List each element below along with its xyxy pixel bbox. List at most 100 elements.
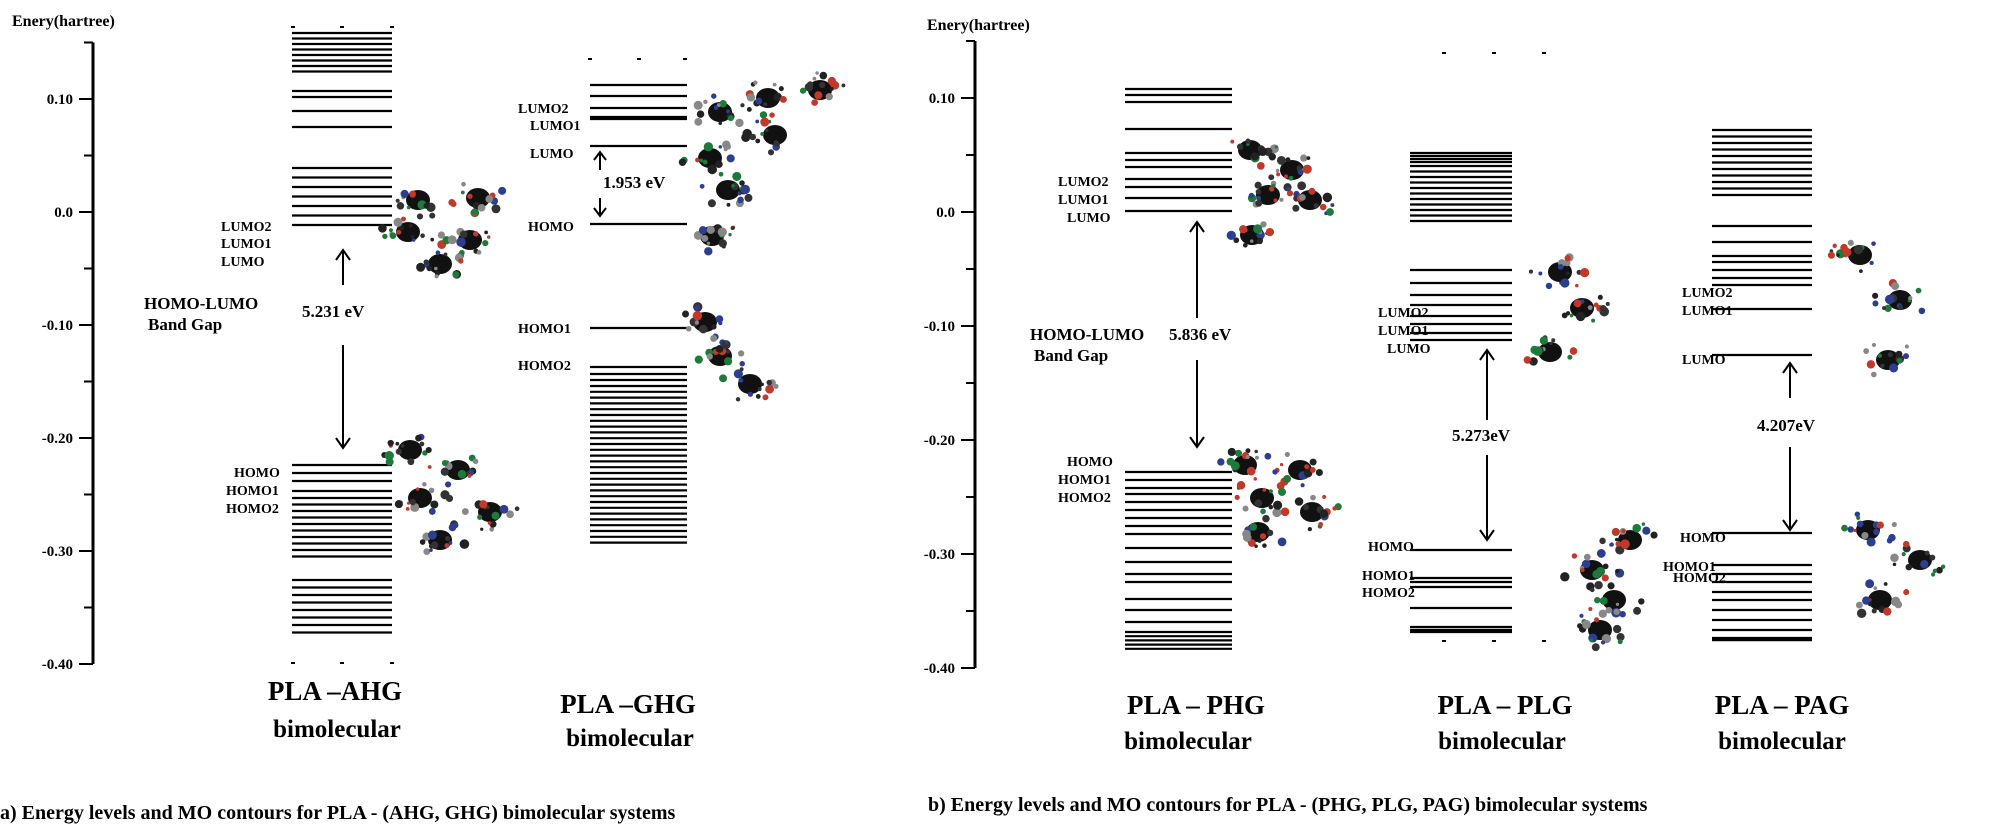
mo-contour-blob — [419, 520, 470, 556]
mo-contour-blob — [416, 249, 465, 279]
pag-level-label-lumo1: LUMO1 — [1682, 304, 1733, 319]
pag-energy-levels — [1712, 128, 1812, 642]
mo-contour-blob — [740, 80, 787, 119]
y-axis-tick-label: -0.10 — [924, 319, 955, 335]
mo-contour-blob — [693, 224, 736, 256]
phg-level-label-homo1: HOMO1 — [1058, 473, 1111, 488]
y-axis-tick-label: -0.10 — [42, 318, 73, 334]
column-marker — [1492, 52, 1496, 54]
column-marker — [340, 26, 344, 28]
mo-contour-blob — [395, 189, 436, 220]
pag-level-label-homo: HOMO — [1680, 531, 1726, 546]
column-marker — [637, 58, 641, 60]
y-axis-tick-label: -0.40 — [924, 661, 955, 677]
panel-a: Enery(hartree) 0.100.0-0.10-0.20-0.30-0.… — [0, 13, 696, 824]
y-axis-tick-label: 0.10 — [47, 92, 73, 108]
pag-gap-value: 4.207eV — [1757, 416, 1816, 435]
ghg-title: PLA –GHG — [560, 689, 696, 719]
mo-contour-blob — [1577, 613, 1625, 652]
ghg-level-label-homo1: HOMO1 — [518, 322, 571, 337]
phg-level-label-homo: HOMO — [1067, 455, 1113, 470]
mo-contour-blob — [448, 181, 507, 218]
mo-contour-blob — [1234, 481, 1287, 518]
mo-contour-blob — [1872, 279, 1926, 315]
mo-contour-blob — [1286, 181, 1335, 216]
pag-level-label-lumo2: LUMO2 — [1682, 286, 1733, 301]
panel-b-y-axis: 0.100.0-0.10-0.20-0.30-0.40 — [924, 40, 977, 677]
plg-title: PLA – PLG — [1437, 690, 1572, 720]
plg-level-label-homo2: HOMO2 — [1362, 586, 1415, 601]
panel-a-y-axis: 0.100.0-0.10-0.20-0.30-0.40 — [42, 41, 95, 673]
phg-level-label-lumo1: LUMO1 — [1058, 193, 1109, 208]
mo-contour-blob — [1523, 335, 1578, 366]
plg-level-label-homo: HOMO — [1368, 540, 1414, 555]
phg-title: PLA – PHG — [1127, 690, 1265, 720]
mo-contour-blob — [694, 339, 745, 367]
mo-contour-blob — [1268, 154, 1312, 187]
mo-contour-blob — [1890, 540, 1946, 577]
column-marker — [1542, 640, 1546, 642]
column-marker — [390, 26, 394, 28]
plg-gap-arrow — [1479, 348, 1495, 542]
panel-a-band-gap-line1: HOMO-LUMO — [144, 294, 258, 313]
plg-level-label-lumo: LUMO — [1387, 342, 1431, 357]
phg-level-label-lumo: LUMO — [1067, 211, 1111, 226]
ahg-level-label-homo: HOMO — [234, 466, 280, 481]
y-axis-tick-label: 0.10 — [929, 91, 955, 107]
plg-subtitle: bimolecular — [1438, 728, 1566, 755]
mo-contour-blob — [699, 171, 753, 208]
ghg-energy-levels — [590, 83, 687, 544]
ghg-level-label-homo2: HOMO2 — [518, 359, 571, 374]
ahg-energy-levels — [292, 31, 392, 634]
ahg-gap-value: 5.231 eV — [302, 302, 365, 321]
ahg-level-label-lumo2: LUMO2 — [221, 220, 272, 235]
column-marker — [1492, 640, 1496, 642]
y-axis-tick-label: -0.20 — [924, 433, 955, 449]
ghg-gap-arrow — [593, 150, 607, 218]
ghg-level-label-lumo1: LUMO1 — [530, 119, 581, 134]
ahg-level-label-lumo: LUMO — [221, 255, 265, 270]
mo-contour-blob — [719, 367, 779, 402]
panel-b-band-gap-line1: HOMO-LUMO — [1030, 325, 1144, 344]
mo-contour-blob — [1217, 447, 1272, 481]
pag-gap-arrow — [1782, 361, 1798, 532]
ahg-level-label-homo1: HOMO1 — [226, 484, 279, 499]
column-marker — [291, 662, 295, 664]
mo-contour-blob — [1855, 579, 1910, 619]
mo-contour-blob — [1242, 514, 1287, 548]
phg-gap-value: 5.836 eV — [1169, 325, 1232, 344]
mo-contour-blob — [1841, 511, 1897, 547]
panel-b-band-gap-line2: Band Gap — [1034, 346, 1108, 365]
column-marker — [683, 58, 687, 60]
mo-contour-blob — [1863, 342, 1910, 378]
panel-a-axis-label: Enery(hartree) — [12, 13, 115, 30]
column-marker — [588, 58, 592, 60]
mo-contour-blob — [1280, 494, 1342, 532]
mo-contour-blob — [1588, 580, 1645, 618]
panel-b: Enery(hartree) 0.100.0-0.10-0.20-0.30-0.… — [924, 17, 1850, 816]
y-axis-tick-label: -0.30 — [42, 544, 73, 560]
mo-contour-blob — [1226, 221, 1275, 248]
mo-contour-blob — [381, 433, 432, 466]
ghg-level-label-homo: HOMO — [528, 220, 574, 235]
plg-energy-levels — [1410, 151, 1512, 634]
column-marker — [340, 662, 344, 664]
phg-level-label-lumo2: LUMO2 — [1058, 175, 1109, 190]
pag-title: PLA – PAG — [1715, 690, 1850, 720]
pag-level-label-homo1: HOMO1 — [1663, 560, 1716, 575]
panel-a-band-gap-line2: Band Gap — [148, 315, 222, 334]
ahg-subtitle: bimolecular — [273, 716, 401, 743]
mo-contour-blob — [1827, 239, 1876, 274]
phg-gap-arrow — [1189, 220, 1205, 449]
y-axis-tick-label: -0.20 — [42, 431, 73, 447]
panel-a-caption: a) Energy levels and MO contours for PLA… — [0, 802, 676, 824]
mo-contour-blob — [682, 302, 724, 342]
mo-contour-blob — [799, 71, 846, 106]
mo-contour-blob — [394, 482, 454, 515]
y-axis-tick-label: 0.0 — [54, 205, 73, 221]
mo-contour-blob — [741, 117, 787, 156]
phg-subtitle: bimolecular — [1124, 728, 1252, 755]
y-axis-tick-label: 0.0 — [936, 205, 955, 221]
mo-contour-blob — [1599, 522, 1658, 555]
